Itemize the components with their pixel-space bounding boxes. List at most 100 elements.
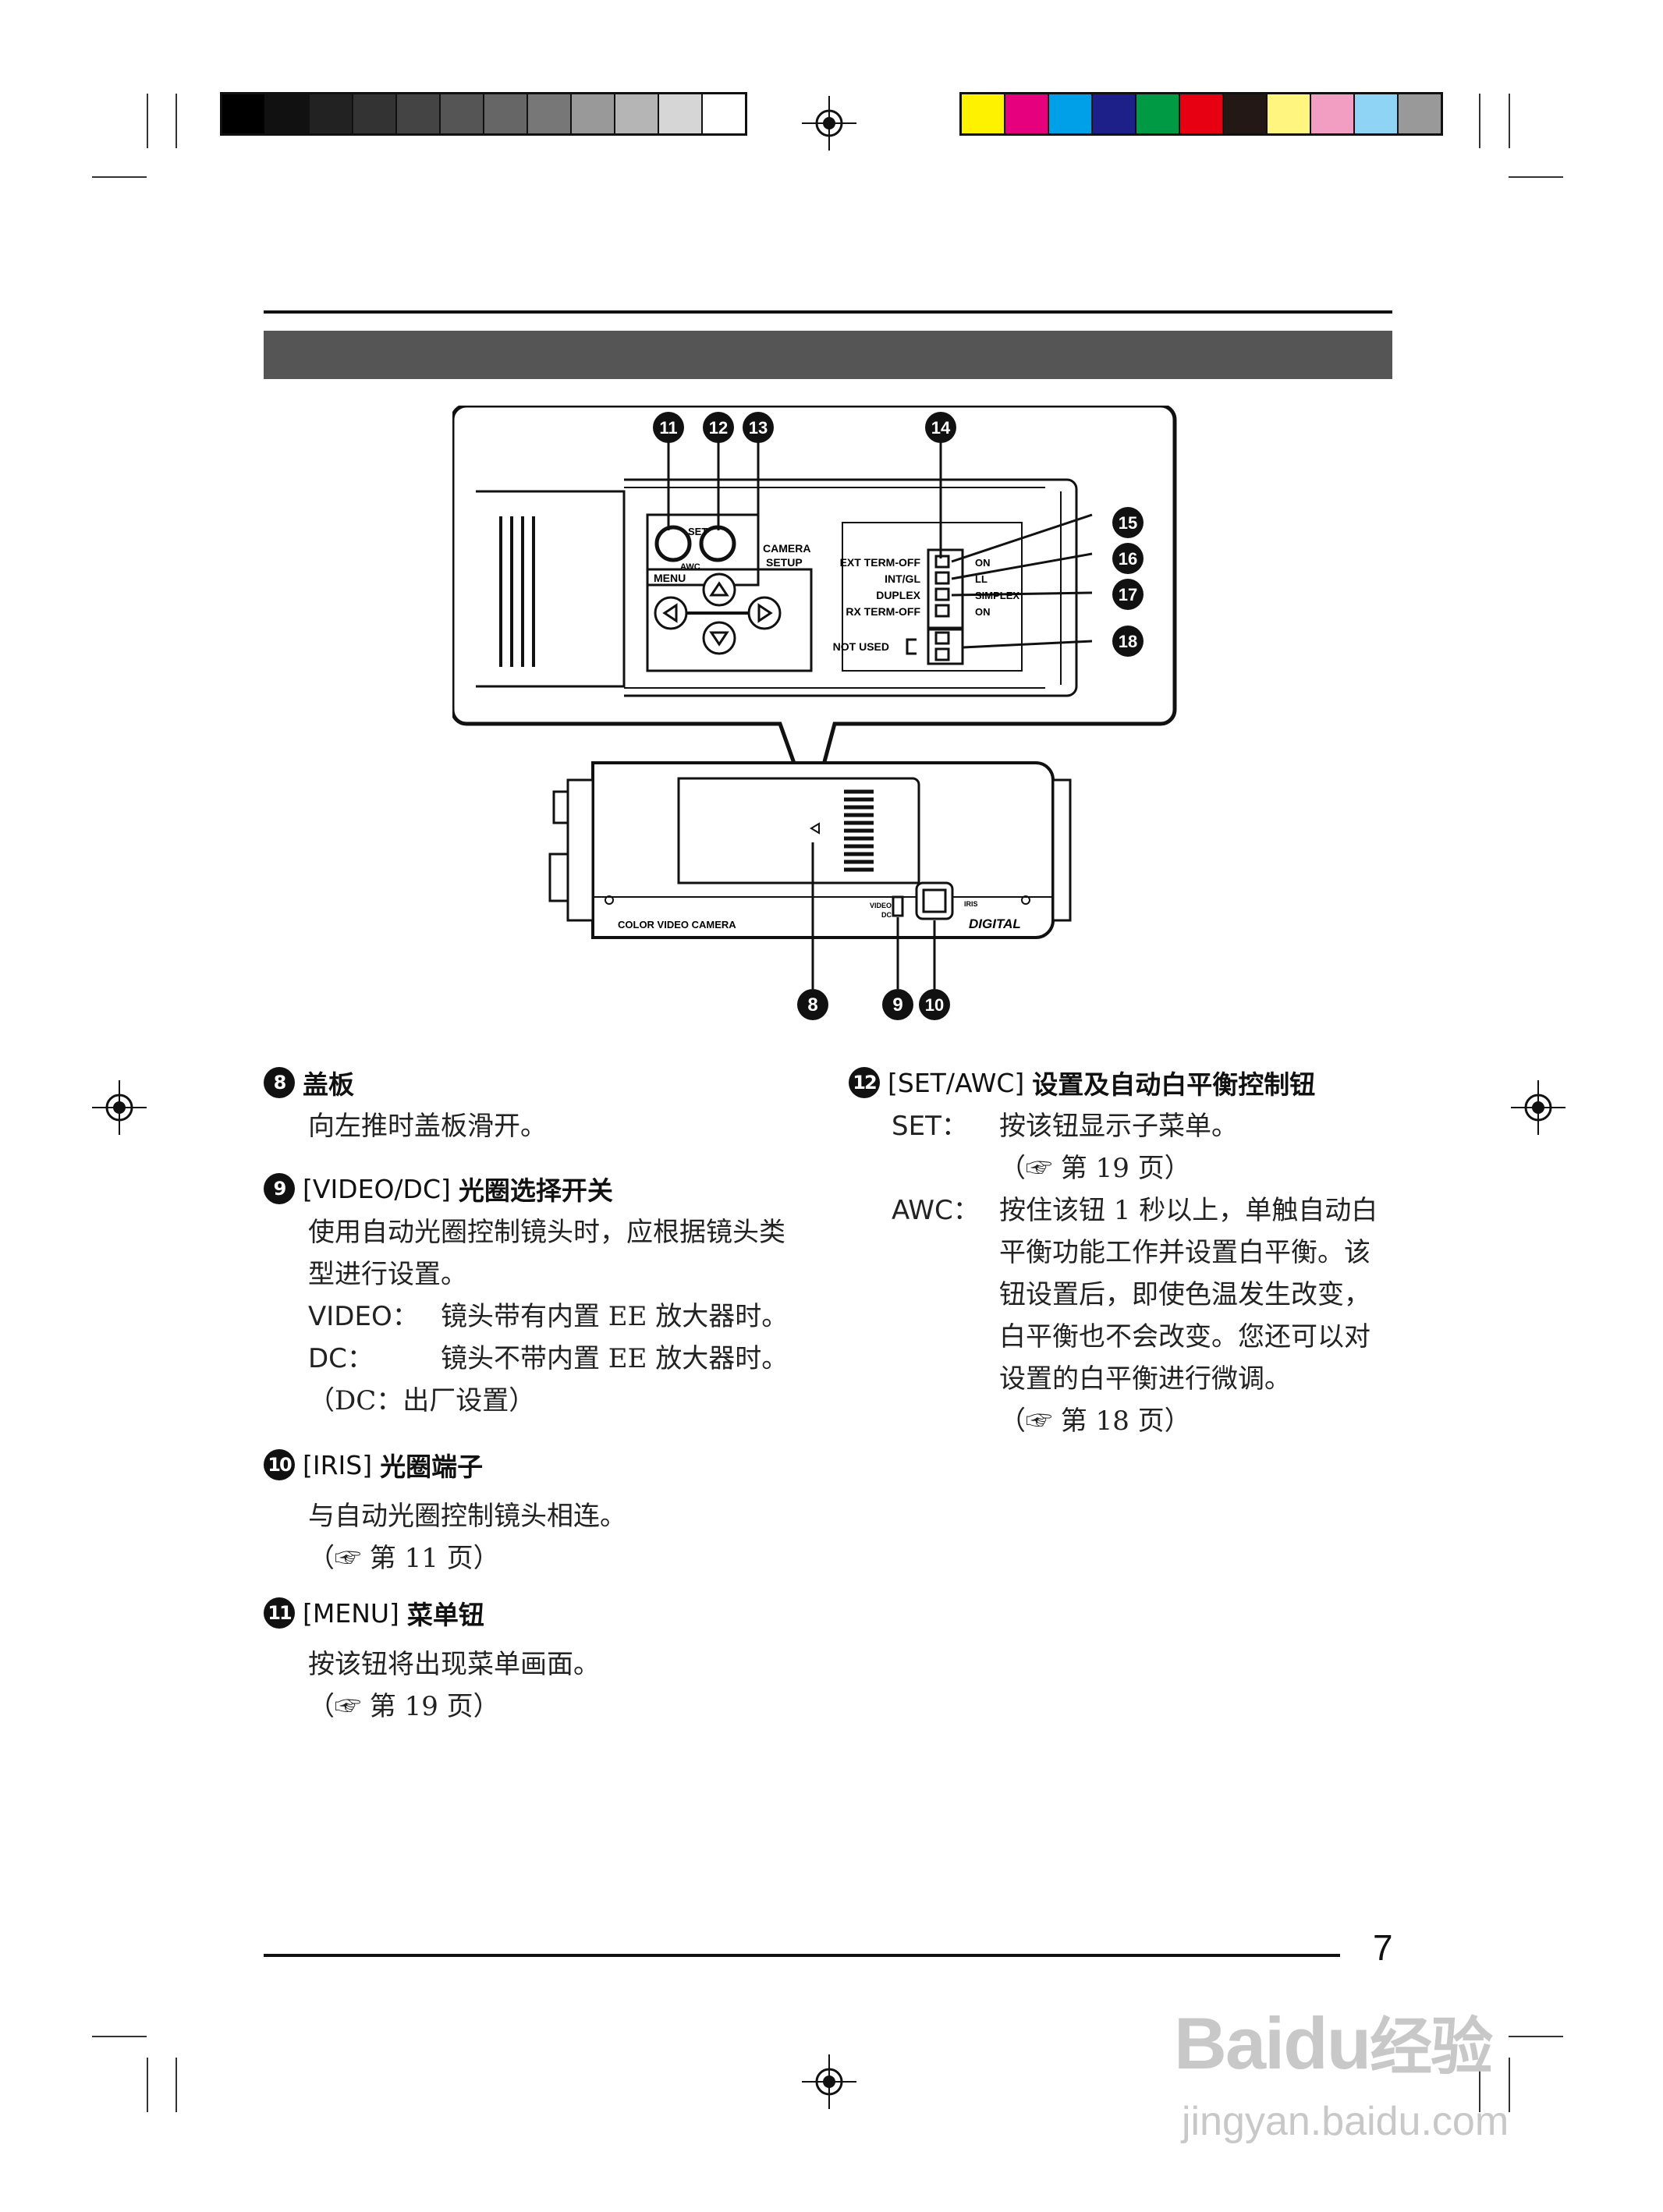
callout-marker-icon: [919, 989, 950, 1020]
ext-term-label: EXT TERM-OFF: [840, 556, 921, 569]
callout-marker-icon: [703, 412, 734, 443]
item-9-code: [VIDEO/DC]: [303, 1173, 451, 1204]
callout-number: 16: [1119, 549, 1137, 569]
item-8-text: 向左推时盖板滑开。: [308, 1111, 547, 1142]
item-11-title: 菜单钮: [406, 1600, 484, 1630]
item-10-text: 与自动光圈控制镜头相连。 （☞ 第 11 页）: [308, 1495, 626, 1579]
color-swatch: [1268, 94, 1311, 133]
crop-mark: [92, 176, 147, 178]
callout-12-icon: 12: [849, 1067, 880, 1098]
item-10-title: 光圈端子: [380, 1452, 484, 1482]
page-ref: （☞ 第 18 页）: [999, 1406, 1191, 1437]
callout-number: 15: [1119, 513, 1137, 533]
color-swatch: [1311, 94, 1355, 133]
registration-mark-icon: [802, 96, 856, 151]
dc-option-label: DC：: [308, 1343, 374, 1374]
callout-number: 14: [931, 418, 951, 438]
color-swatch: [1005, 94, 1049, 133]
item-9-title: 光圈选择开关: [458, 1175, 613, 1206]
callout-number: 12: [709, 418, 728, 438]
color-swatch: [266, 94, 310, 133]
crop-mark: [147, 94, 148, 148]
crop-mark: [1509, 176, 1563, 178]
callout-10-icon: 10: [264, 1449, 295, 1480]
on-label: ON: [975, 606, 991, 618]
callout-number: 18: [1119, 632, 1137, 651]
ll-label: LL: [975, 573, 988, 585]
set-label: SET: [688, 526, 707, 537]
color-swatch: [1136, 94, 1180, 133]
color-calibration-bar: [959, 92, 1443, 136]
int-gl-label: INT/GL: [885, 572, 920, 585]
footer-rule: [264, 1954, 1340, 1957]
set-option-label: SET：: [892, 1111, 968, 1142]
color-swatch: [441, 94, 484, 133]
registration-mark-icon: [1511, 1080, 1565, 1135]
item-10-heading: 10 [IRIS] 光圈端子: [264, 1446, 483, 1484]
callout-marker-icon: [925, 412, 956, 443]
not-used-label: NOT USED: [833, 640, 889, 653]
callout-number: 11: [659, 418, 677, 438]
callout-marker-icon: [1112, 626, 1144, 657]
crop-mark: [147, 2058, 148, 2112]
awc-option-label: AWC：: [892, 1195, 980, 1226]
factory-setting-note: （DC：出厂设置）: [308, 1385, 536, 1416]
color-swatch: [222, 94, 266, 133]
crop-mark: [1479, 94, 1480, 148]
callout-8-icon: 8: [264, 1067, 295, 1098]
item-10-code: [IRIS]: [303, 1449, 373, 1480]
callout-9-icon: 9: [264, 1173, 295, 1204]
grayscale-color-bar: [220, 92, 747, 136]
callout-marker-icon: [743, 412, 774, 443]
menu-label: MENU: [654, 572, 686, 584]
digital-logo: DIGITAL: [969, 916, 1021, 931]
callout-marker-icon: [797, 989, 828, 1020]
callout-11-icon: 11: [264, 1597, 295, 1629]
item-12-heading: 12 [SET/AWC] 设置及自动白平衡控制钮: [849, 1064, 1315, 1101]
color-swatch: [615, 94, 659, 133]
baidu-watermark: Baidu经验: [1174, 2002, 1493, 2084]
color-swatch: [1399, 94, 1441, 133]
callout-marker-icon: [1112, 507, 1144, 538]
callout-number: 9: [892, 994, 902, 1016]
video-option-label: VIDEO：: [308, 1301, 419, 1332]
color-swatch: [484, 94, 528, 133]
color-swatch: [1355, 94, 1399, 133]
iris-label: IRIS: [964, 900, 978, 908]
camera-setup-label: SETUP: [766, 556, 803, 569]
color-swatch: [962, 94, 1005, 133]
callout-marker-icon: [653, 412, 684, 443]
item-8-title: 盖板: [303, 1069, 354, 1100]
callout-number: 13: [749, 418, 768, 438]
color-swatch: [397, 94, 441, 133]
page-ref: （☞ 第 19 页）: [999, 1153, 1191, 1184]
color-swatch: [572, 94, 615, 133]
item-12-code: [SET/AWC]: [888, 1067, 1025, 1098]
duplex-label: DUPLEX: [876, 589, 920, 601]
callout-number: 8: [807, 994, 817, 1016]
video-label: VIDEO: [870, 902, 892, 909]
header-rule: [264, 310, 1392, 314]
item-12-text: SET：按该钮显示子菜单。 （☞ 第 19 页） AWC：按住该钮 1 秒以上，…: [892, 1105, 1378, 1442]
crop-mark: [1509, 94, 1510, 148]
item-9-heading: 9 [VIDEO/DC] 光圈选择开关: [264, 1170, 613, 1207]
awc-label: AWC: [680, 562, 700, 572]
registration-mark-icon: [802, 2054, 856, 2109]
dc-label: DC: [881, 911, 892, 919]
color-swatch: [353, 94, 397, 133]
crop-mark: [92, 2036, 147, 2037]
color-swatch: [659, 94, 703, 133]
item-12-title: 设置及自动白平衡控制钮: [1032, 1069, 1316, 1100]
item-9-text: 使用自动光圈控制镜头时，应根据镜头类 型进行设置。 VIDEO：镜头带有内置 E…: [308, 1211, 788, 1422]
item-11-heading: 11 [MENU] 菜单钮: [264, 1594, 484, 1632]
page-ref: （☞ 第 19 页）: [308, 1691, 500, 1722]
crop-mark: [176, 94, 177, 148]
color-swatch: [1180, 94, 1224, 133]
color-swatch: [1049, 94, 1093, 133]
callout-marker-icon: [1112, 543, 1144, 574]
crop-mark: [1479, 2058, 1480, 2112]
item-11-code: [MENU]: [303, 1597, 399, 1629]
item-11-text: 按该钮将出现菜单画面。 （☞ 第 19 页）: [308, 1643, 600, 1728]
